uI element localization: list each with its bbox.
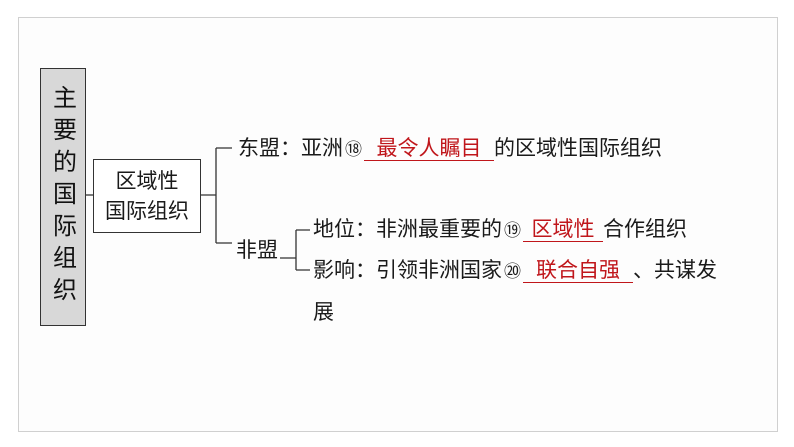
au-label: 非盟 — [236, 238, 278, 262]
au-influence-prefix: 影响：引领非洲国家 — [313, 258, 502, 282]
au-influence-suffix: 、共谋发 — [633, 258, 717, 282]
blank-number-18: ⑱ — [345, 140, 362, 160]
asean-label: 东盟：亚洲 — [238, 136, 343, 160]
answer-au-influence: 联合自强 — [523, 258, 633, 283]
connector-region-branches — [199, 147, 232, 244]
au-status-prefix: 地位：非洲最重要的 — [313, 217, 502, 241]
answer-au-status: 区域性 — [523, 217, 603, 242]
au-influence-suffix-line2: 展 — [313, 300, 334, 324]
blank-number-19: ⑲ — [504, 221, 521, 241]
blank-number-20: ⑳ — [504, 262, 521, 282]
asean-suffix: 的区域性国际组织 — [494, 136, 662, 160]
au-status-suffix: 合作组织 — [603, 217, 687, 241]
main-title-box: 主要的国际组织 — [40, 68, 86, 326]
regional-org-line1: 区域性 — [115, 169, 179, 193]
regional-org-box: 区域性 国际组织 — [93, 159, 201, 233]
regional-org-line2: 国际组织 — [105, 199, 189, 223]
connector-au-branches — [280, 229, 310, 271]
answer-asean: 最令人瞩目 — [364, 136, 494, 161]
main-title: 主要的国际组织 — [48, 85, 77, 309]
